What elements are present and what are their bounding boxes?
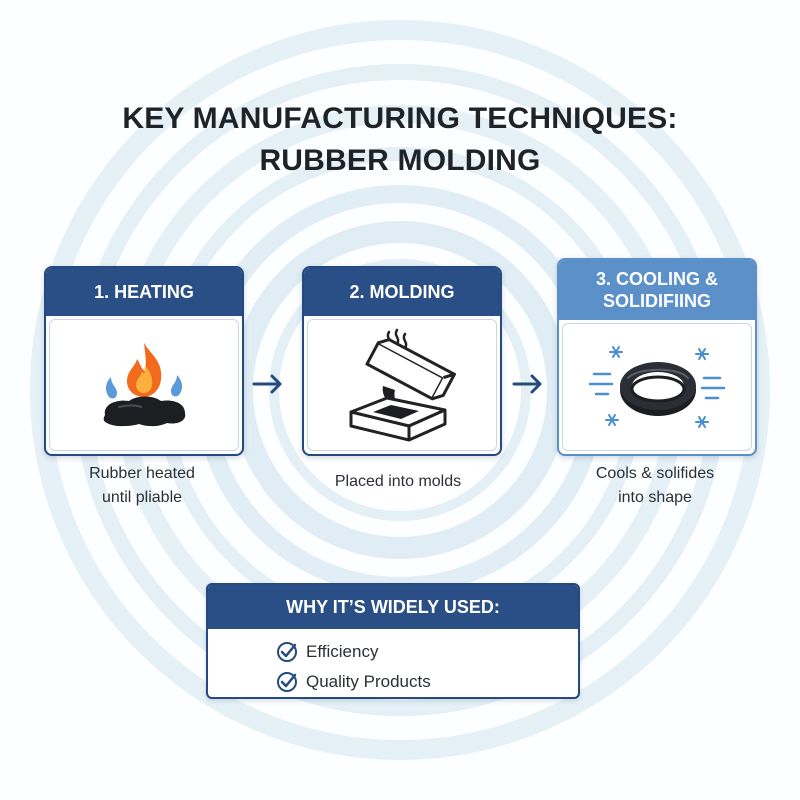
step-caption-molding-line-1: Placed into molds [334, 473, 462, 490]
list-item: Efficiency [276, 637, 431, 667]
step-body-heating [49, 319, 239, 451]
mold-pour-icon [349, 328, 456, 442]
step-caption-cooling: Cools & solifides into shape [555, 462, 755, 510]
why-panel-heading: WHY IT’S WIDELY USED: [208, 585, 578, 629]
step-header-cooling-line-2: SOLIDIFIING [602, 291, 711, 311]
step-caption-heating-line-1: Rubber heated [89, 465, 195, 482]
why-widely-used-panel: WHY IT’S WIDELY USED: Efficiency Quality… [206, 583, 580, 699]
step-caption-heating: Rubber heated until pliable [42, 462, 242, 510]
arrow-right-icon [512, 374, 542, 394]
step-header-molding: 2. MOLDING [304, 268, 500, 316]
title-line-2: RUBBER MOLDING [259, 144, 541, 177]
check-circle-icon [277, 672, 297, 692]
check-circle-icon [277, 642, 297, 662]
flame-rubber-icon [103, 343, 186, 427]
step-card-molding: 2. MOLDING [302, 266, 502, 456]
benefits-list: Efficiency Quality Products [276, 637, 431, 697]
step-caption-cooling-line-1: Cools & solifides [595, 465, 715, 482]
step-card-heating: 1. HEATING [44, 266, 244, 456]
step-body-cooling [562, 323, 752, 451]
step-caption-cooling-line-2: into shape [618, 489, 692, 506]
cooling-ring-icon [588, 346, 726, 428]
benefit-label: Efficiency [306, 642, 379, 661]
list-item: Quality Products [276, 667, 431, 697]
step-caption-heating-line-2: until pliable [101, 489, 183, 506]
page-title: KEY MANUFACTURING TECHNIQUES: RUBBER MOL… [0, 98, 800, 182]
step-caption-molding: Placed into molds [298, 470, 498, 494]
step-card-cooling: 3. COOLING & SOLIDIFIING [557, 258, 757, 456]
step-header-cooling-line-1: 3. COOLING & [595, 269, 718, 289]
title-line-1: KEY MANUFACTURING TECHNIQUES: [122, 102, 678, 135]
arrow-right-icon [252, 374, 282, 394]
step-header-cooling: 3. COOLING & SOLIDIFIING [559, 260, 755, 320]
step-body-molding [307, 319, 497, 451]
step-header-heating: 1. HEATING [46, 268, 242, 316]
benefit-label: Quality Products [306, 672, 431, 691]
